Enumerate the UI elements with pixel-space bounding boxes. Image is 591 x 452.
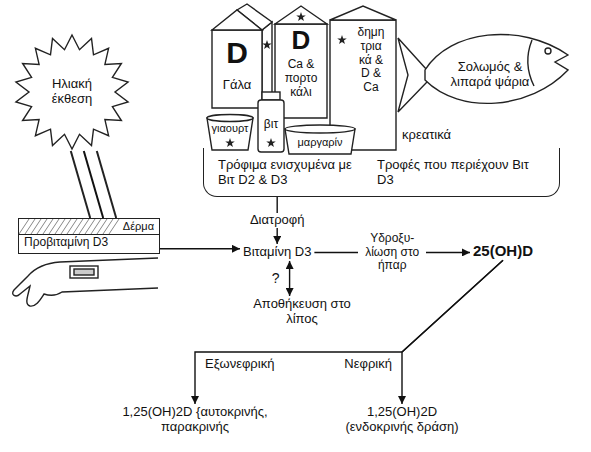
product-label: Ca & πορτο κάλι xyxy=(277,58,325,99)
node-text: Προβιταμίνη D3 xyxy=(19,234,159,253)
hatch-line xyxy=(73,219,83,234)
layer-line xyxy=(19,234,159,235)
skin-patch-inner xyxy=(74,269,94,275)
node-text: Τροφές που περιέχουν Βιτ D3 xyxy=(377,158,547,188)
node-text: Ηλιακή έκθεση xyxy=(41,77,103,107)
product-label: βιτ xyxy=(258,118,284,132)
node-text: Τρόφιμα ενισχυμένα με Βιτ D2 & D3 xyxy=(218,158,366,188)
flow-arrow xyxy=(195,260,503,404)
hatch-line xyxy=(55,219,65,234)
leaf-symbol xyxy=(266,138,276,147)
leaf-symbol xyxy=(262,40,272,49)
product-label: D xyxy=(275,26,327,56)
node-text: 1,25(OH)2D (ενδοκρινής δράση) xyxy=(339,405,465,435)
star-symbol xyxy=(337,35,347,44)
hatch-line xyxy=(61,219,71,234)
product-label: 1,25(OH)2D (ενδοκρινής δράση) xyxy=(336,404,468,436)
node-text: 25(OH)D xyxy=(473,242,533,259)
hatch-line xyxy=(103,219,113,234)
storage-label: Αποθήκευση στο λίπος xyxy=(247,296,357,328)
product-label: Σολωμός & λιπαρά ψάρια xyxy=(440,60,540,90)
carton-gable xyxy=(330,6,396,20)
node-text: Δέρμα xyxy=(19,219,159,234)
flow-arrow xyxy=(160,248,240,249)
skin-patch xyxy=(70,266,98,278)
yogurt-rim xyxy=(207,115,253,122)
flow-arrow xyxy=(402,260,503,404)
hatch-line xyxy=(19,219,29,234)
skin-layer: ΔέρμαΠροβιταμίνη D3 xyxy=(18,218,160,254)
product-label: μαργαρίν xyxy=(287,136,353,149)
vitamin-bottle xyxy=(258,100,284,152)
edge-label: Εξωνεφρική xyxy=(203,357,276,372)
edge-label: ? xyxy=(270,270,282,286)
hatch-line xyxy=(67,219,77,234)
carton-gable xyxy=(212,10,262,30)
product-label: D xyxy=(212,36,262,71)
margarine-lid xyxy=(285,125,355,133)
hatch-line xyxy=(37,219,47,234)
leaf-symbol xyxy=(225,138,235,147)
edge-label: Υδροξυ- λίωση στο ήπαρ xyxy=(358,232,426,273)
sun-ray xyxy=(84,151,103,218)
hatch-line xyxy=(79,219,89,234)
carton-front xyxy=(212,30,262,108)
node-text: Βιταμίνη D3 xyxy=(243,245,311,260)
node-text: Αποθήκευση στο λίπος xyxy=(250,297,354,327)
yogurt-cup xyxy=(207,118,253,150)
hatch-line xyxy=(31,219,41,234)
product-label: 1,25(OH)2D {αυτοκρινής, παρακρινής xyxy=(119,404,271,436)
node-text: 1,25(OH)2D {αυτοκρινής, παρακρινής xyxy=(122,405,268,435)
product-label: γιαουρτ xyxy=(207,122,253,135)
hatch-line xyxy=(43,219,53,234)
product-label: κρεατικά xyxy=(402,128,472,143)
arm xyxy=(13,258,158,306)
bottle-cap xyxy=(262,92,280,100)
star-symbol xyxy=(296,12,306,21)
hatch-line xyxy=(91,219,101,234)
sun-burst: Ηλιακή έκθεση xyxy=(13,33,131,151)
product-label: δημη τρια κά & D & Ca xyxy=(354,26,388,95)
compound-label: 25(OH)D xyxy=(470,241,536,260)
flow-arrow xyxy=(289,261,290,296)
hatch-line xyxy=(85,219,95,234)
edge-label: Διατροφή xyxy=(248,213,307,228)
product-label: Γάλα xyxy=(212,78,262,93)
fish-body xyxy=(425,34,568,103)
hatch-line xyxy=(49,219,59,234)
hatch-line xyxy=(109,219,119,234)
sun-outline xyxy=(16,35,128,149)
edge-label: Νεφρική xyxy=(342,357,394,372)
fish-tail xyxy=(398,38,427,112)
compound-label: Βιταμίνη D3 xyxy=(240,244,314,261)
hatch-line xyxy=(97,219,107,234)
carton-gable xyxy=(275,6,327,24)
hatch-line xyxy=(25,219,35,234)
food-bracket: Τρόφιμα ενισχυμένα με Βιτ D2 & D3 Τροφές … xyxy=(203,148,560,197)
fish-eye xyxy=(545,48,551,54)
